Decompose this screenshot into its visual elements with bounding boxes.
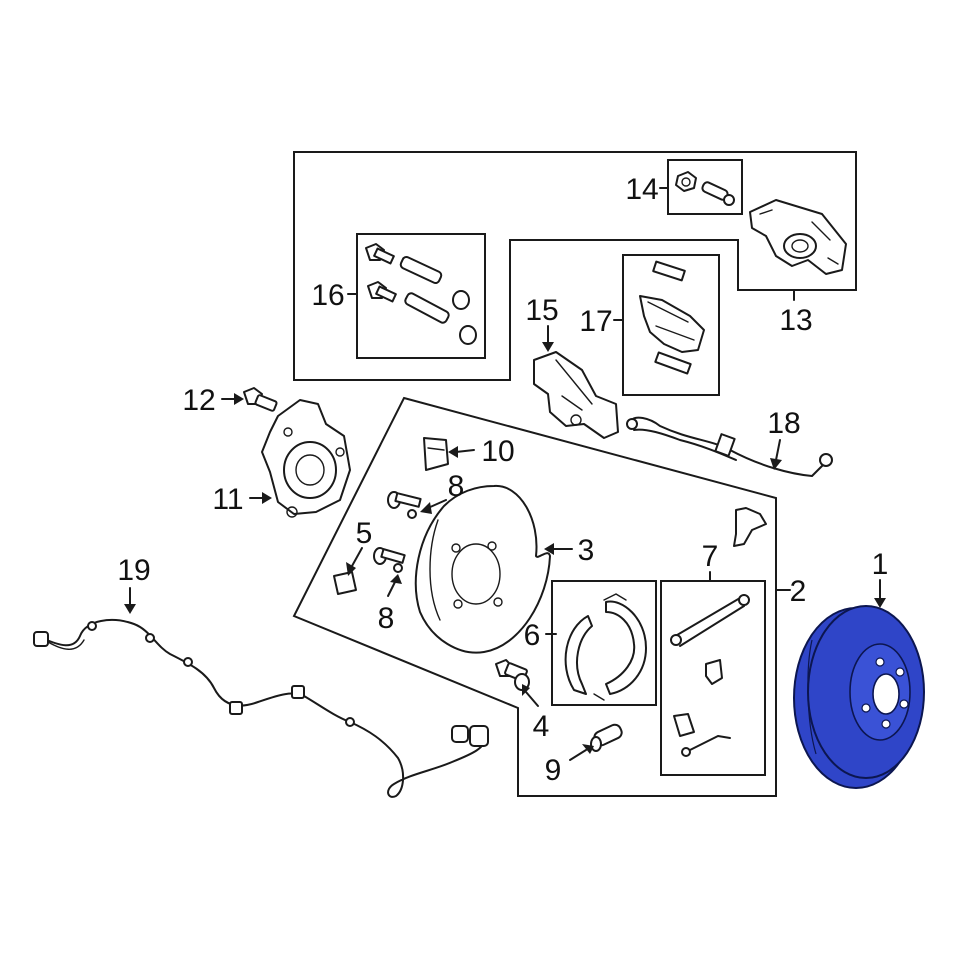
caliper-hardware-part-16 (365, 243, 477, 345)
hardware-kit-part-7 (670, 507, 767, 757)
pad-kit-box-17 (622, 254, 720, 396)
caliper-bracket-part-15 (533, 351, 619, 439)
callout-8-upper: 8 (448, 470, 465, 503)
adjuster-part-9 (590, 723, 623, 752)
backing-plate-part-3 (414, 484, 551, 654)
callout-10: 10 (481, 435, 514, 468)
hold-down-pin-part-8-upper (387, 491, 422, 519)
callout-4: 4 (533, 710, 550, 743)
callout-17: 17 (579, 305, 612, 338)
callout-13: 13 (779, 304, 812, 337)
callout-14: 14 (625, 173, 658, 206)
callout-3: 3 (578, 534, 595, 567)
callout-19: 19 (117, 554, 150, 587)
leader-lines (124, 187, 886, 761)
knuckle-part-11 (261, 399, 351, 518)
brake-pads-part-17 (639, 260, 705, 375)
callout-9: 9 (545, 754, 562, 787)
brake-shoes-part-6 (564, 593, 647, 701)
callout-16: 16 (311, 279, 344, 312)
callout-6: 6 (524, 619, 541, 652)
callout-7: 7 (702, 540, 719, 573)
shoe-kit-box-6 (551, 580, 657, 706)
parking-brake-group-box (292, 396, 777, 797)
callout-labels: 1 2 3 4 5 6 7 8 8 9 10 11 12 13 14 15 16… (117, 173, 888, 787)
clip-part-5 (333, 571, 357, 595)
bolt-part-4 (495, 659, 530, 691)
adjuster-part-10 (423, 437, 449, 471)
brake-hose-part-18 (626, 416, 833, 477)
hardware-kit-box-7 (660, 580, 766, 776)
guide-pin-part-14 (675, 171, 735, 206)
hold-down-pin-part-8-lower (373, 547, 406, 573)
brake-rotor-part-1 (793, 605, 925, 789)
caliper-part-13 (749, 199, 847, 275)
callout-15: 15 (525, 294, 558, 327)
callout-2: 2 (790, 575, 807, 608)
caliper-group-box (293, 151, 857, 381)
hardware-kit-box-16 (356, 233, 486, 359)
callout-18: 18 (767, 407, 800, 440)
callout-11: 11 (212, 483, 243, 516)
abs-sensor-part-19 (33, 619, 489, 798)
callout-8-lower: 8 (378, 602, 395, 635)
callout-1: 1 (872, 548, 889, 581)
bolt-part-12 (243, 387, 278, 412)
callout-5: 5 (356, 517, 373, 550)
callout-12: 12 (182, 384, 215, 417)
